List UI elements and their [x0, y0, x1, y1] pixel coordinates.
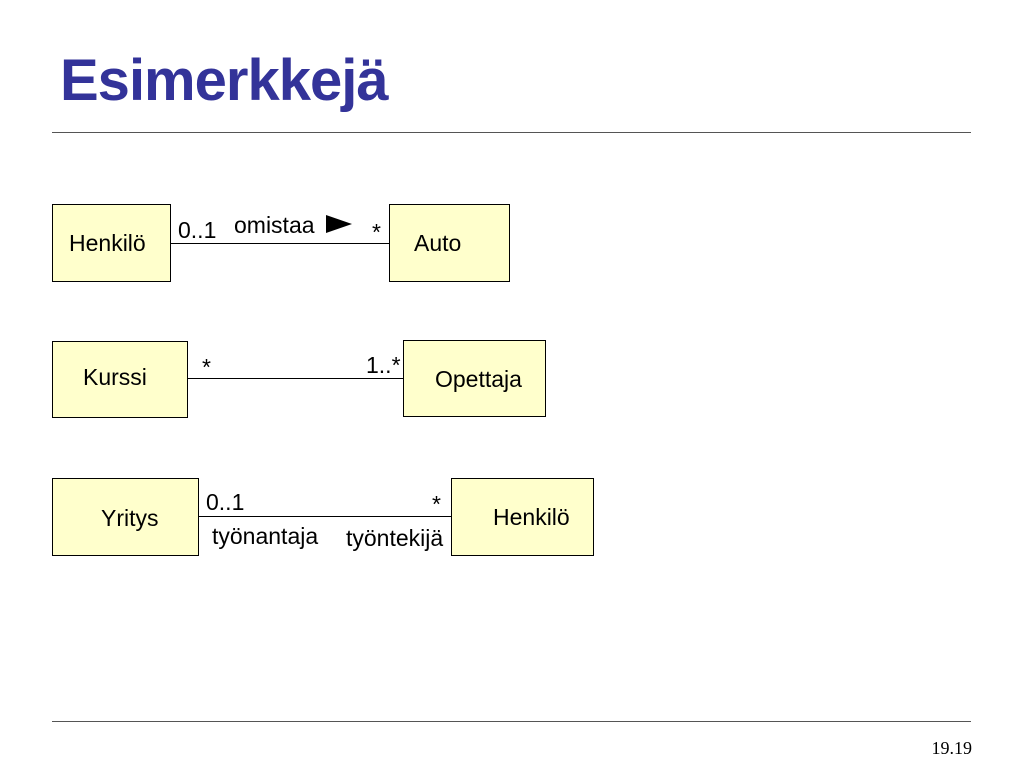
- class-box-auto: Auto: [389, 204, 510, 282]
- class-box-opettaja: Opettaja: [403, 340, 546, 417]
- left-multiplicity: 0..1: [206, 489, 245, 515]
- right-role: työntekijä: [346, 525, 444, 551]
- association-line: [188, 378, 403, 379]
- left-multiplicity: *: [202, 354, 211, 380]
- class-name: Kurssi: [83, 364, 147, 390]
- slide-title: Esimerkkejä: [60, 48, 389, 113]
- class-box-henkilo: Henkilö: [52, 204, 171, 282]
- page-number: 19.19: [931, 738, 973, 758]
- right-multiplicity: *: [432, 491, 441, 517]
- title-divider: [52, 132, 971, 133]
- left-role: työnantaja: [212, 523, 319, 549]
- class-box-yritys: Yritys: [52, 478, 199, 556]
- direction-arrow-icon: [326, 215, 352, 233]
- association-name: omistaa: [234, 212, 315, 238]
- class-name: Yritys: [101, 505, 159, 531]
- footer-divider: [52, 721, 971, 722]
- right-multiplicity: *: [372, 219, 381, 245]
- association-line-omistaa: [171, 243, 389, 244]
- class-name: Henkilö: [69, 230, 146, 256]
- class-box-henkilo: Henkilö: [451, 478, 594, 556]
- left-multiplicity: 0..1: [178, 217, 217, 243]
- class-name: Opettaja: [435, 366, 522, 392]
- class-name: Auto: [414, 230, 462, 256]
- class-box-kurssi: Kurssi: [52, 341, 188, 418]
- class-name: Henkilö: [493, 504, 570, 530]
- association-line: [199, 516, 451, 517]
- right-multiplicity: 1..*: [366, 352, 401, 378]
